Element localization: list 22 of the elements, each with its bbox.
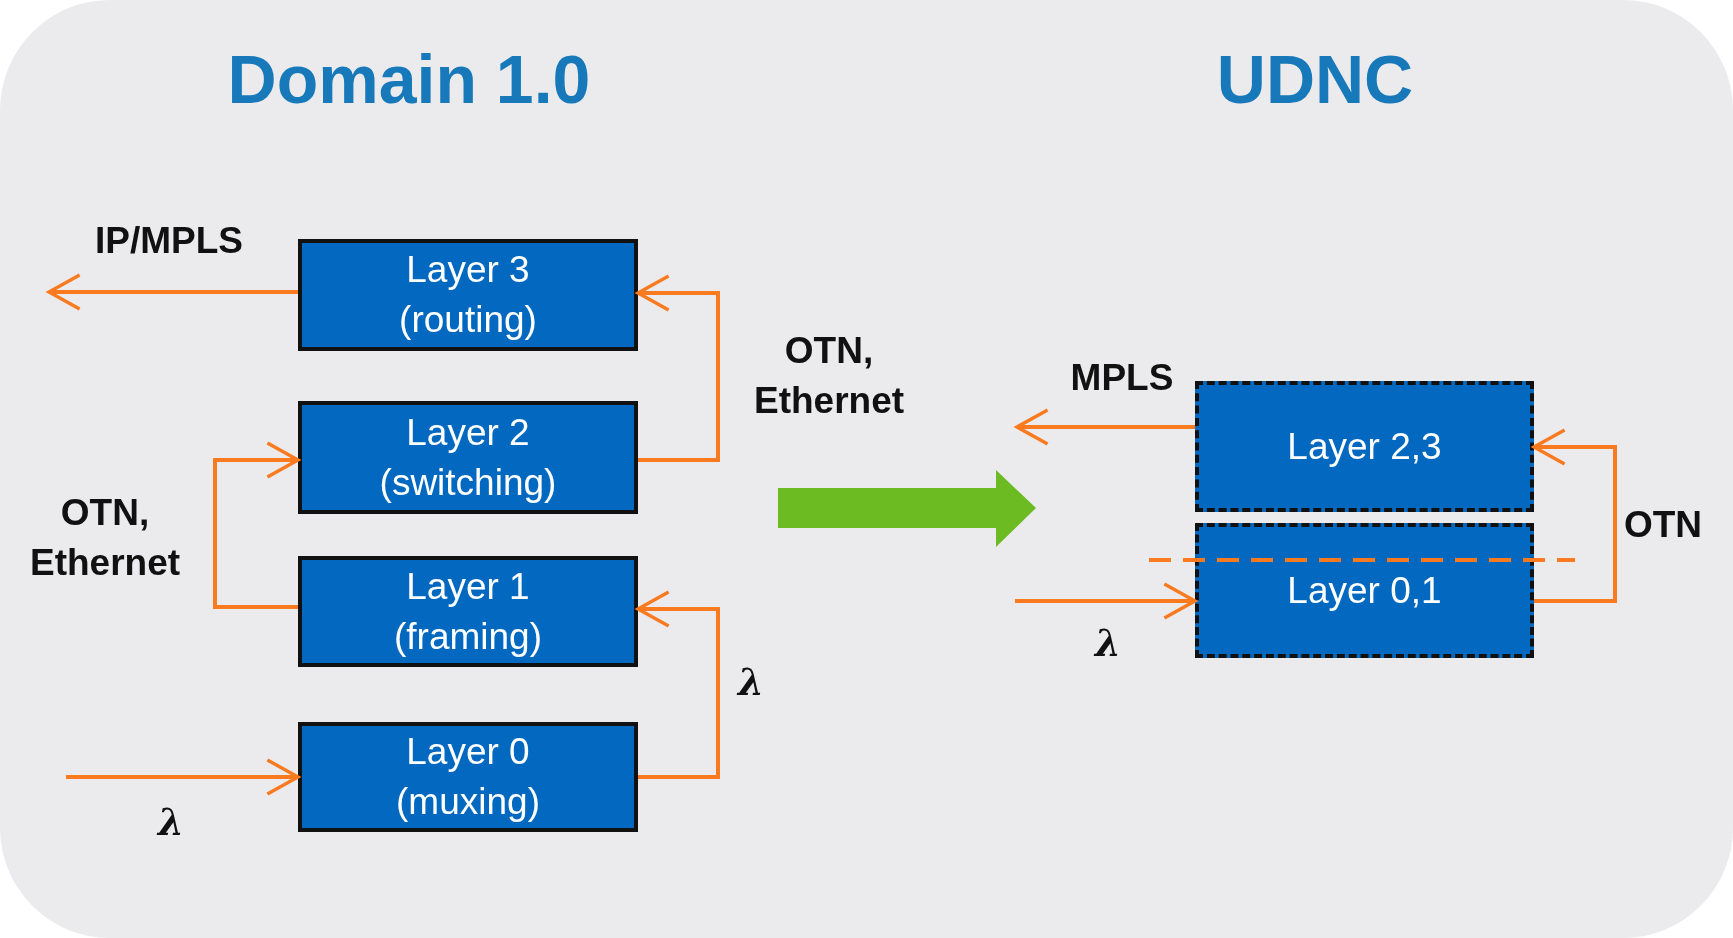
arrow — [1532, 428, 1617, 603]
layer-label: Layer 2 (switching) — [378, 410, 558, 505]
layer-box — [298, 239, 638, 351]
layer-box — [298, 401, 638, 514]
layer-box — [298, 722, 638, 832]
arrow — [636, 274, 720, 462]
arrow — [1015, 408, 1195, 446]
layer-box — [1195, 381, 1534, 512]
arrow — [66, 758, 300, 796]
arrow — [213, 441, 300, 609]
heading: UDNC — [1216, 40, 1414, 118]
layer-box — [1195, 523, 1534, 658]
layer-label: Layer 2,3 — [1287, 424, 1442, 469]
heading: Domain 1.0 — [227, 40, 591, 118]
arrow — [1015, 582, 1197, 620]
layer-label: Layer 0,1 — [1287, 568, 1442, 613]
arrow — [47, 273, 298, 311]
layer-label: Layer 1 (framing) — [393, 564, 543, 659]
layer-box — [298, 556, 638, 667]
layer-label: Layer 0 (muxing) — [395, 730, 541, 824]
layer-label: Layer 3 (routing) — [398, 248, 538, 342]
arrow — [636, 590, 720, 779]
